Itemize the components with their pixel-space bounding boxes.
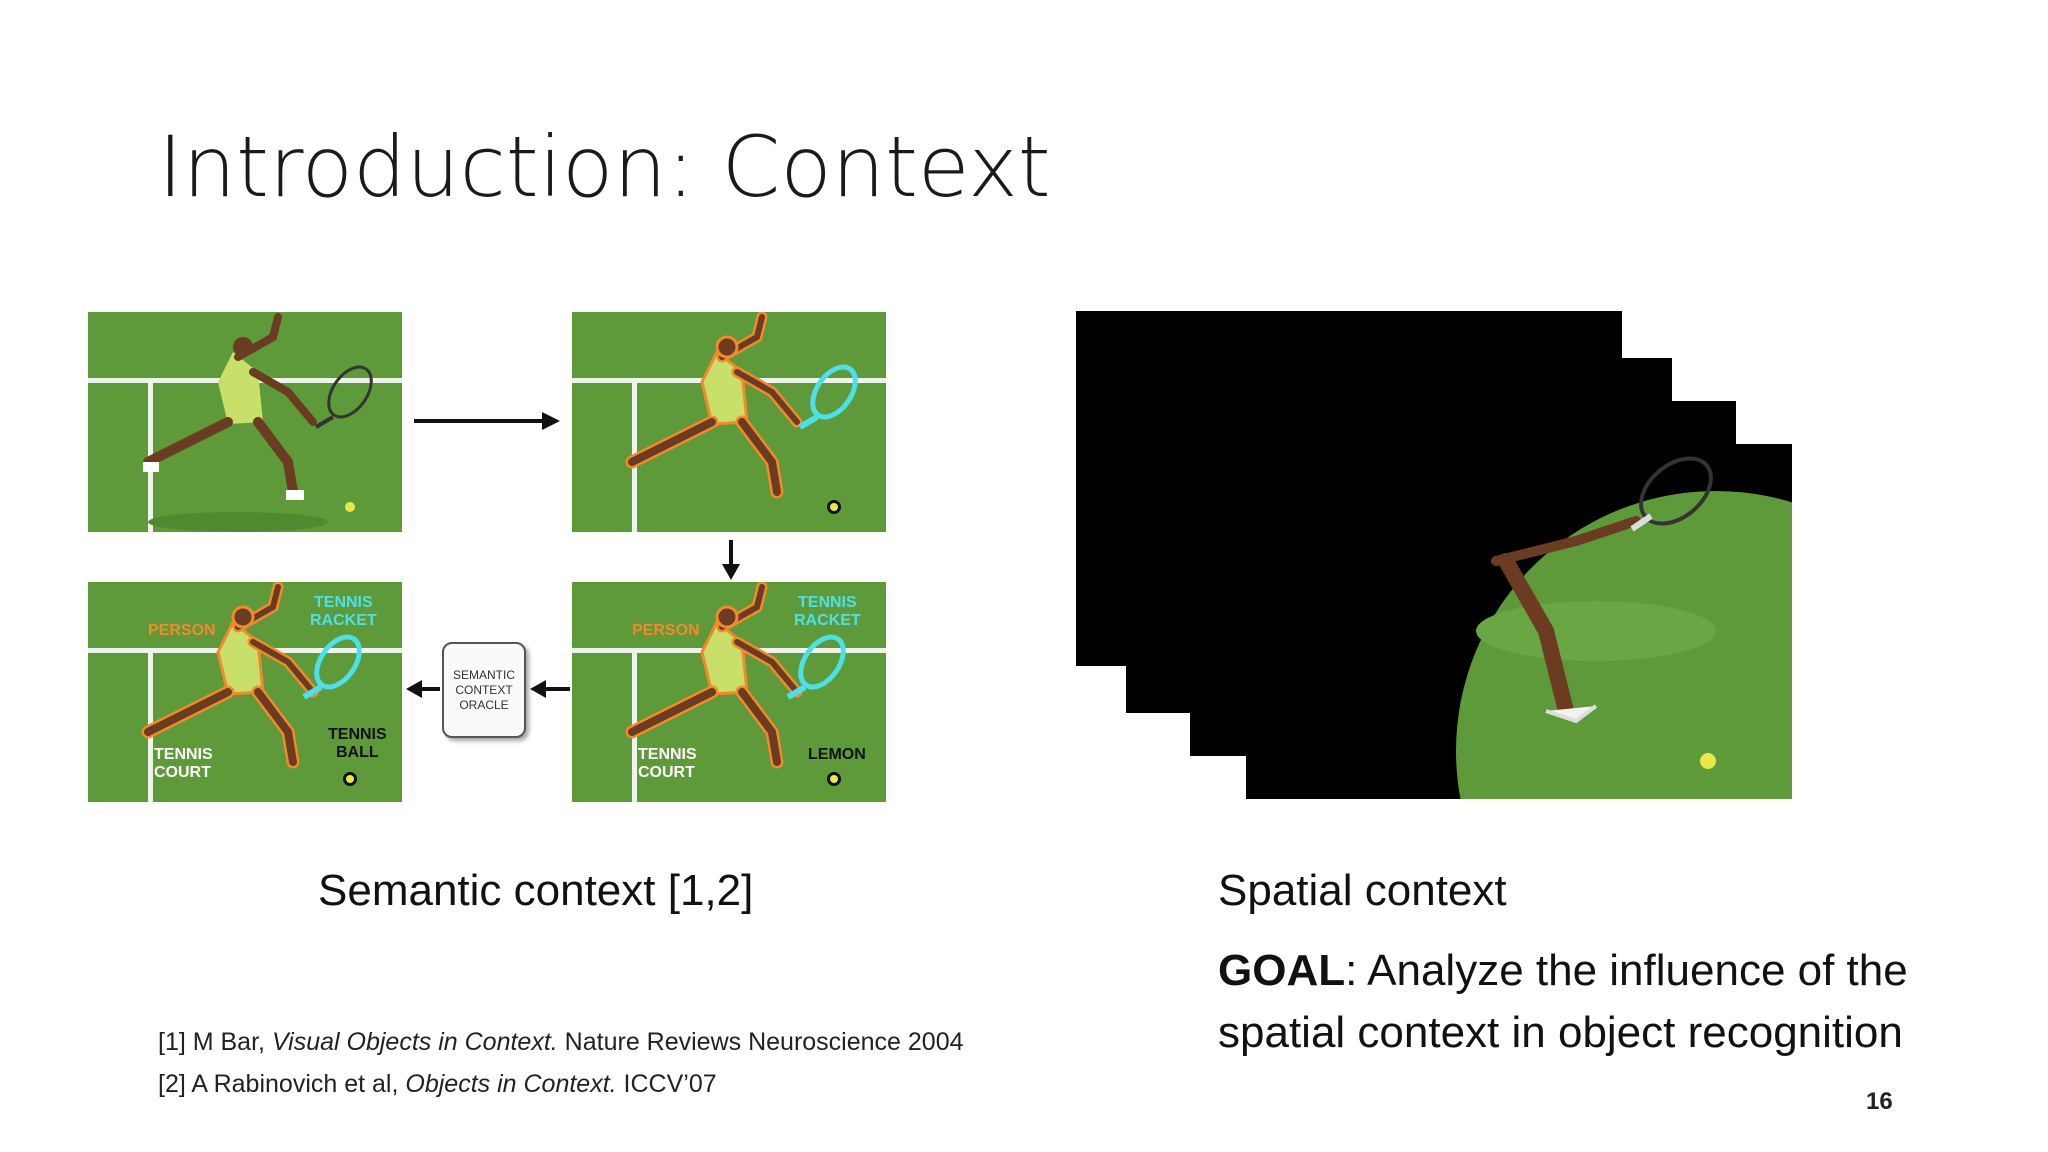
arrow-right-icon — [414, 412, 560, 430]
arrow-down-icon — [722, 540, 740, 580]
label-person: PERSON — [632, 622, 700, 639]
reference-2: [2] A Rabinovich et al, Objects in Conte… — [158, 1070, 717, 1099]
arrow-left-icon — [406, 680, 440, 698]
goal-text: : Analyze the influence of the spatial c… — [1218, 946, 1908, 1057]
semantic-context-figure: PERSON TENNIS RACKET TENNIS COURT LEMON — [86, 310, 886, 810]
reference-2-prefix: [2] A Rabinovich et al, — [158, 1070, 406, 1098]
goal-label: GOAL — [1218, 946, 1346, 995]
label-tennis-racket: TENNIS RACKET — [310, 594, 377, 629]
label-lemon: LEMON — [808, 746, 866, 763]
tennis-image-labeled-corrected: PERSON TENNIS RACKET TENNIS COURT TENNIS… — [88, 582, 402, 802]
reference-1-prefix: [1] M Bar, — [158, 1028, 272, 1056]
reference-1: [1] M Bar, Visual Objects in Context. Na… — [158, 1028, 964, 1057]
label-tennis-racket: TENNIS RACKET — [794, 594, 861, 629]
page-number: 16 — [1866, 1088, 1893, 1115]
reference-2-suffix: ICCV’07 — [616, 1070, 717, 1098]
spatial-context-caption: Spatial context — [1218, 866, 1507, 915]
reference-1-suffix: Nature Reviews Neuroscience 2004 — [557, 1028, 964, 1056]
tennis-image-labeled-lemon: PERSON TENNIS RACKET TENNIS COURT LEMON — [572, 582, 886, 802]
semantic-context-oracle-box: SEMANTIC CONTEXT ORACLE — [442, 642, 526, 738]
goal-statement: GOAL: Analyze the influence of the spati… — [1218, 940, 1998, 1064]
tennis-image-segmented — [572, 312, 886, 532]
label-tennis-ball: TENNIS BALL — [328, 726, 387, 761]
spatial-context-figure — [1076, 311, 1792, 799]
label-tennis-court: TENNIS COURT — [638, 746, 697, 781]
semantic-context-caption: Semantic context [1,2] — [318, 866, 754, 915]
slide-title: Introduction: Context — [158, 118, 1051, 216]
tennis-image-original — [88, 312, 402, 532]
label-tennis-court: TENNIS COURT — [154, 746, 213, 781]
arrow-left-icon — [530, 680, 570, 698]
label-person: PERSON — [148, 622, 216, 639]
reference-1-title: Visual Objects in Context. — [271, 1028, 558, 1056]
reference-2-title: Objects in Context. — [405, 1070, 617, 1098]
